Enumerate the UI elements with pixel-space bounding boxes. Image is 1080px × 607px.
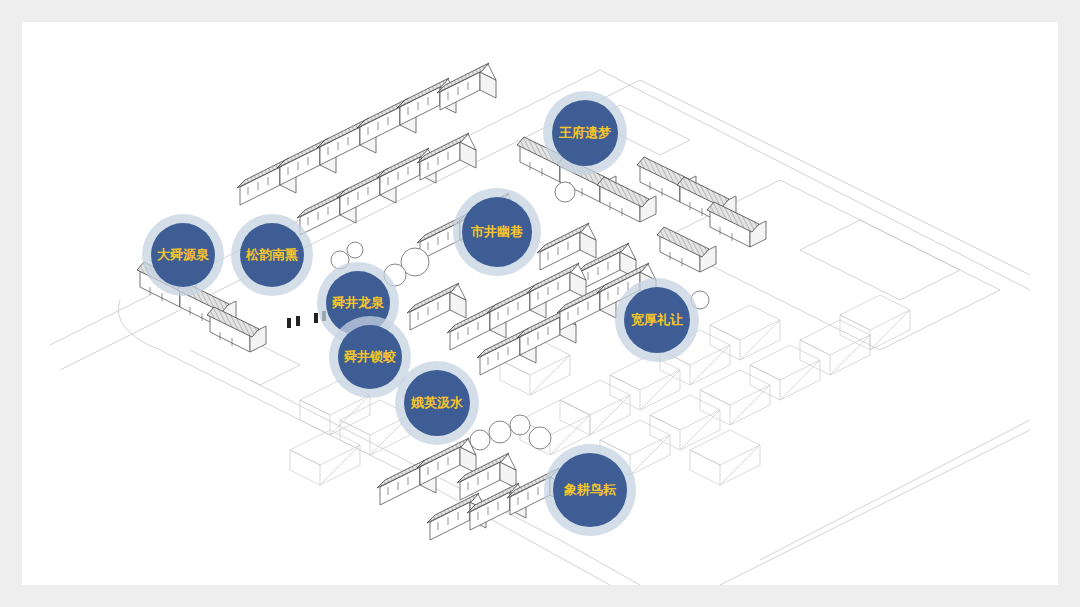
circle-core	[240, 223, 304, 287]
place-label: 大舜源泉	[157, 248, 209, 262]
place-circle: 市井幽巷	[453, 188, 541, 276]
place-label: 市井幽巷	[471, 225, 523, 239]
circle-core	[553, 453, 627, 527]
circle-core	[624, 287, 690, 353]
text-holder: 市井幽巷	[453, 188, 541, 276]
circle-halo	[543, 91, 627, 175]
text-holder: 王府遗梦	[543, 91, 627, 175]
place-circle: 松韵南熏	[231, 214, 313, 296]
place-circle: 宽厚礼让	[615, 278, 699, 362]
circle-halo	[142, 214, 224, 296]
place-circle: 舜井锁蛟	[329, 316, 411, 398]
text-holder: 宽厚礼让	[615, 278, 699, 362]
place-circle: 大舜源泉	[142, 214, 224, 296]
place-label: 舜井锁蛟	[344, 350, 396, 364]
place-label: 王府遗梦	[559, 126, 611, 140]
circle-core	[404, 370, 470, 436]
place-circle: 王府遗梦	[543, 91, 627, 175]
place-label: 舜井龙泉	[332, 296, 384, 310]
text-holder: 大舜源泉	[142, 214, 224, 296]
circle-core	[462, 197, 532, 267]
circle-halo	[329, 316, 411, 398]
place-label: 宽厚礼让	[631, 313, 683, 327]
circle-halo	[231, 214, 313, 296]
place-label: 娥英汲水	[411, 396, 463, 410]
circle-halo	[395, 361, 479, 445]
circle-core	[338, 325, 402, 389]
place-circle: 娥英汲水	[395, 361, 479, 445]
text-holder: 舜井锁蛟	[329, 316, 411, 398]
text-holder: 松韵南熏	[231, 214, 313, 296]
circle-halo	[453, 188, 541, 276]
circle-halo	[544, 444, 636, 536]
text-holder: 娥英汲水	[395, 361, 479, 445]
circle-halo	[615, 278, 699, 362]
place-label: 松韵南熏	[246, 248, 298, 262]
circle-core	[552, 100, 618, 166]
circle-core	[151, 223, 215, 287]
text-holder: 象耕鸟耘	[544, 444, 636, 536]
place-label: 象耕鸟耘	[564, 483, 616, 497]
place-circle: 象耕鸟耘	[544, 444, 636, 536]
